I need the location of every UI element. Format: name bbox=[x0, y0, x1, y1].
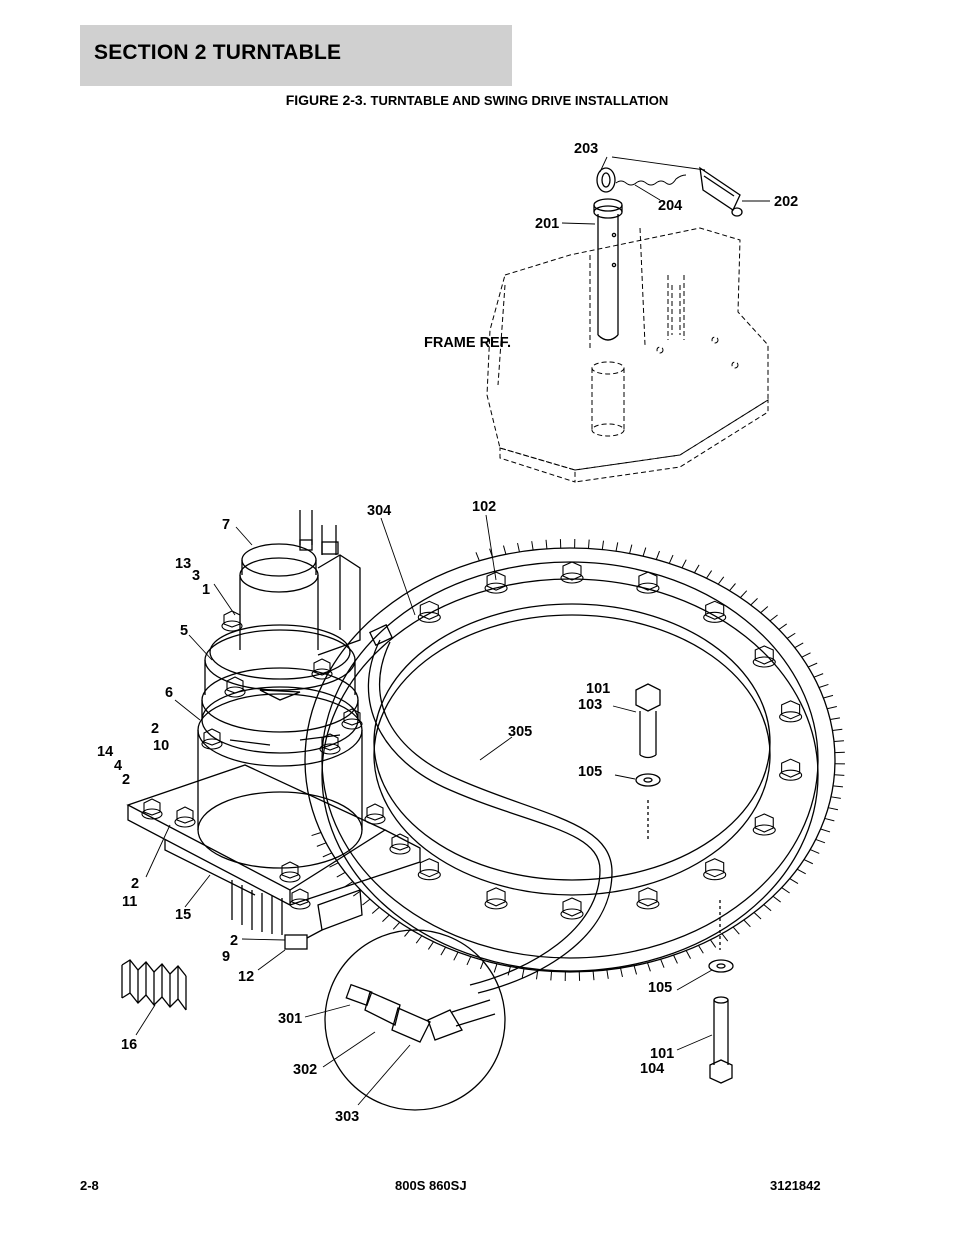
fitting-12 bbox=[284, 889, 363, 950]
callout-4: 4 bbox=[114, 758, 122, 774]
callout-102: 102 bbox=[472, 499, 496, 515]
callout-2a: 2 bbox=[151, 721, 159, 737]
shims-16 bbox=[121, 959, 187, 1011]
detail-circle bbox=[324, 929, 506, 1111]
ring-bolts bbox=[417, 561, 803, 920]
callout-104: 104 bbox=[640, 1061, 664, 1077]
frame-reference bbox=[486, 227, 769, 483]
ring-gear bbox=[304, 547, 836, 973]
hose-305 bbox=[367, 623, 613, 994]
callout-302: 302 bbox=[293, 1062, 317, 1078]
gear-teeth bbox=[311, 539, 845, 981]
callout-204: 204 bbox=[658, 198, 682, 214]
callout-202: 202 bbox=[774, 194, 798, 210]
callout-7: 7 bbox=[222, 517, 230, 533]
callout-203: 203 bbox=[574, 141, 598, 157]
callout-9: 9 bbox=[222, 949, 230, 965]
callout-14: 14 bbox=[97, 744, 113, 760]
callout-105b: 105 bbox=[648, 980, 672, 996]
bolt-lower bbox=[708, 900, 734, 1084]
callout-10: 10 bbox=[153, 738, 169, 754]
callout-6: 6 bbox=[165, 685, 173, 701]
callout-301: 301 bbox=[278, 1011, 302, 1027]
callout-304: 304 bbox=[367, 503, 391, 519]
model-number: 800S 860SJ bbox=[395, 1178, 467, 1193]
figure-title: TURNTABLE AND SWING DRIVE INSTALLATION bbox=[370, 93, 669, 108]
callouts: 203 204 202 201 FRAME REF. 304 102 7 13 … bbox=[97, 141, 798, 1125]
page-number: 2-8 bbox=[80, 1178, 99, 1193]
bolt-upper bbox=[635, 683, 661, 840]
callout-2d: 2 bbox=[230, 933, 238, 949]
frame-ref-label: FRAME REF. bbox=[424, 335, 511, 351]
callout-103: 103 bbox=[578, 697, 602, 713]
callout-303: 303 bbox=[335, 1109, 359, 1125]
callout-5: 5 bbox=[180, 623, 188, 639]
callout-1: 1 bbox=[202, 582, 210, 598]
callout-12: 12 bbox=[238, 969, 254, 985]
leader-lines bbox=[135, 156, 770, 1106]
figure-number: FIGURE 2-3. bbox=[285, 92, 367, 108]
callout-105a: 105 bbox=[578, 764, 602, 780]
callout-305: 305 bbox=[508, 724, 532, 740]
document-number: 3121842 bbox=[770, 1178, 821, 1193]
callout-2c: 2 bbox=[131, 876, 139, 892]
callout-101b: 101 bbox=[650, 1046, 674, 1062]
callout-11: 11 bbox=[122, 894, 137, 910]
drive-bolts bbox=[141, 610, 411, 910]
swing-drive bbox=[197, 510, 363, 869]
pin-assembly bbox=[593, 166, 743, 341]
callout-3: 3 bbox=[192, 568, 200, 584]
callout-101a: 101 bbox=[586, 681, 610, 697]
callout-16: 16 bbox=[121, 1037, 137, 1053]
callout-201: 201 bbox=[535, 216, 559, 232]
section-header: SECTION 2 TURNTABLE bbox=[80, 25, 512, 86]
callout-2b: 2 bbox=[122, 772, 130, 788]
callout-15: 15 bbox=[175, 907, 191, 923]
callout-13: 13 bbox=[175, 556, 191, 572]
section-title: SECTION 2 TURNTABLE bbox=[94, 41, 342, 64]
figure-caption: FIGURE 2-3. TURNTABLE AND SWING DRIVE IN… bbox=[0, 92, 954, 108]
